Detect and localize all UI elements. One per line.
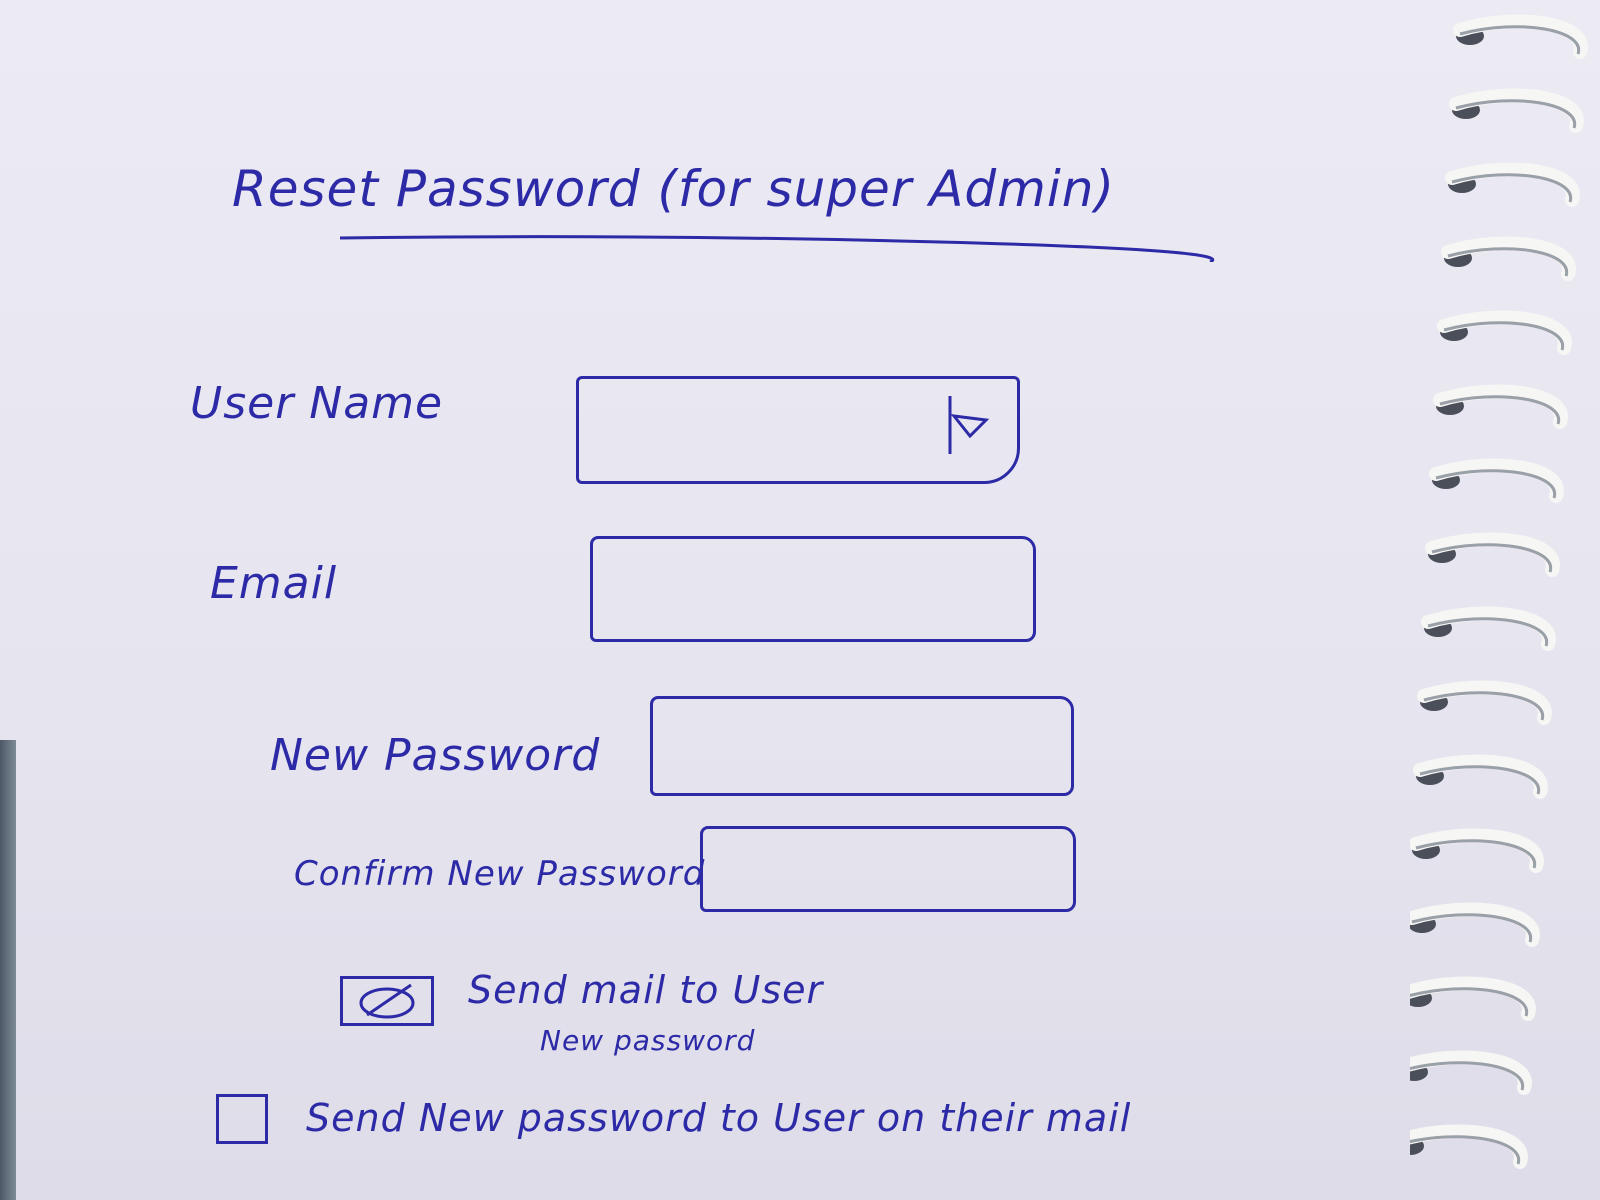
spiral-ring-shadow	[1411, 913, 1533, 943]
username-label: User Name	[190, 378, 444, 429]
spiral-ring-shadow	[1451, 173, 1573, 203]
spiral-ring	[1425, 532, 1560, 577]
notebook-spiral-binding	[1410, 0, 1600, 1200]
page-title: Reset Password (for super Admin)	[232, 160, 1115, 218]
spiral-ring	[1410, 976, 1536, 1021]
spiral-ring-shadow	[1427, 617, 1549, 647]
new-password-label: New Password	[270, 730, 601, 781]
spiral-ring	[1410, 1124, 1528, 1169]
spiral-ring-shadow	[1439, 395, 1561, 425]
spiral-ring	[1445, 162, 1580, 207]
email-field[interactable]	[590, 536, 1036, 642]
spiral-ring-shadow	[1415, 839, 1537, 869]
send-new-password-label: Send New password to User on their mail	[306, 1096, 1132, 1140]
dropdown-arrow-icon[interactable]	[946, 396, 990, 456]
spiral-ring	[1449, 88, 1584, 133]
spiral-ring	[1429, 458, 1564, 503]
spiral-ring	[1433, 384, 1568, 429]
spiral-ring-shadow	[1410, 987, 1529, 1017]
spiral-ring-shadow	[1459, 25, 1581, 55]
send-new-password-checkbox[interactable]	[216, 1094, 268, 1144]
spiral-ring-shadow	[1419, 765, 1541, 795]
spiral-ring-shadow	[1431, 543, 1553, 573]
spiral-ring-shadow	[1455, 99, 1577, 129]
spiral-ring	[1437, 310, 1572, 355]
spiral-ring-shadow	[1443, 321, 1565, 351]
new-password-field[interactable]	[650, 696, 1074, 796]
spiral-ring	[1417, 680, 1552, 725]
spiral-ring-shadow	[1435, 469, 1557, 499]
spiral-ring	[1453, 14, 1588, 59]
send-mail-checkbox[interactable]	[340, 976, 434, 1026]
background-fabric	[0, 740, 16, 1200]
email-label: Email	[210, 558, 338, 609]
spiral-ring-shadow	[1410, 1135, 1521, 1165]
spiral-ring	[1410, 902, 1540, 947]
check-mark-icon	[359, 983, 415, 1019]
spiral-ring	[1441, 236, 1576, 281]
confirm-password-label: Confirm New Password	[294, 854, 706, 894]
confirm-password-field[interactable]	[700, 826, 1076, 912]
spiral-ring-shadow	[1447, 247, 1569, 277]
spiral-ring-shadow	[1423, 691, 1545, 721]
spiral-ring-shadow	[1410, 1061, 1525, 1091]
send-mail-label: Send mail to User	[468, 968, 824, 1012]
title-underline	[340, 235, 1215, 262]
spiral-ring	[1421, 606, 1556, 651]
send-mail-sublabel: New password	[540, 1024, 756, 1057]
username-dropdown[interactable]	[576, 376, 1020, 484]
spiral-ring	[1413, 754, 1548, 799]
spiral-ring	[1410, 828, 1544, 873]
spiral-ring	[1410, 1050, 1532, 1095]
